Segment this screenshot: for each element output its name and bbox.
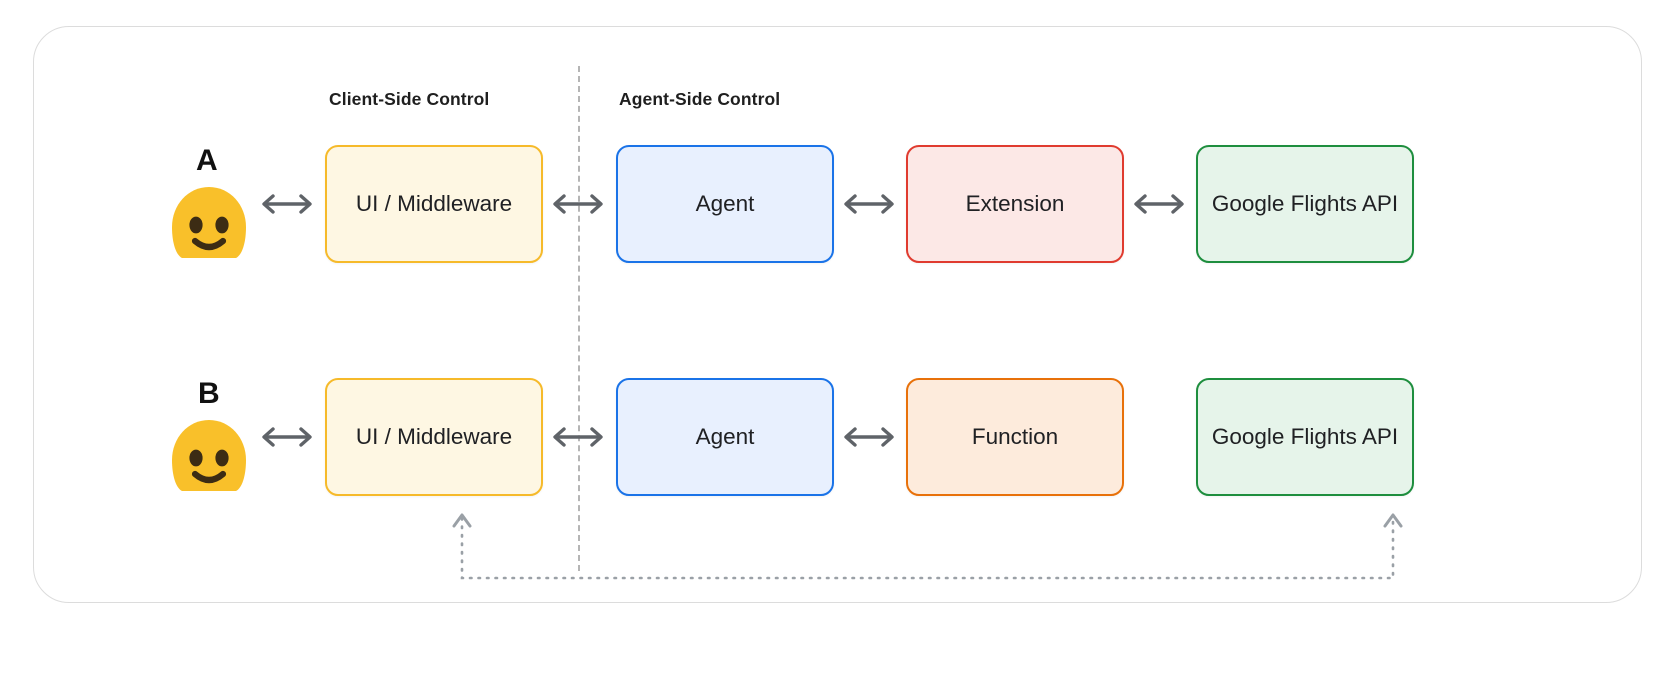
arrow-ui-to-agent-b — [547, 424, 609, 450]
node-function-b[interactable]: Function — [906, 378, 1124, 496]
row-letter-a: A — [196, 144, 219, 177]
node-google-flights-api-a[interactable]: Google Flights API — [1196, 145, 1414, 263]
dotted-return-path-b — [440, 496, 1415, 588]
arrow-user-to-ui-a — [256, 191, 318, 217]
arrow-agent-to-function-b — [838, 424, 900, 450]
arrow-user-to-ui-b — [256, 424, 318, 450]
node-ui-middleware-a[interactable]: UI / Middleware — [325, 145, 543, 263]
node-agent-a[interactable]: Agent — [616, 145, 834, 263]
node-google-flights-api-b[interactable]: Google Flights API — [1196, 378, 1414, 496]
arrow-agent-to-extension-a — [838, 191, 900, 217]
client-agent-divider — [578, 66, 580, 571]
arrow-ui-to-agent-a — [547, 191, 609, 217]
smiling-blob-face-icon — [168, 418, 250, 494]
section-label-client-side: Client-Side Control — [329, 89, 490, 109]
diagram-outer-frame — [33, 26, 1642, 603]
arrow-extension-to-api-a — [1128, 191, 1190, 217]
node-agent-b[interactable]: Agent — [616, 378, 834, 496]
node-extension-a[interactable]: Extension — [906, 145, 1124, 263]
node-ui-middleware-b[interactable]: UI / Middleware — [325, 378, 543, 496]
section-label-agent-side: Agent-Side Control — [619, 89, 781, 109]
smiling-blob-face-icon — [168, 185, 250, 261]
row-letter-b: B — [198, 377, 221, 410]
